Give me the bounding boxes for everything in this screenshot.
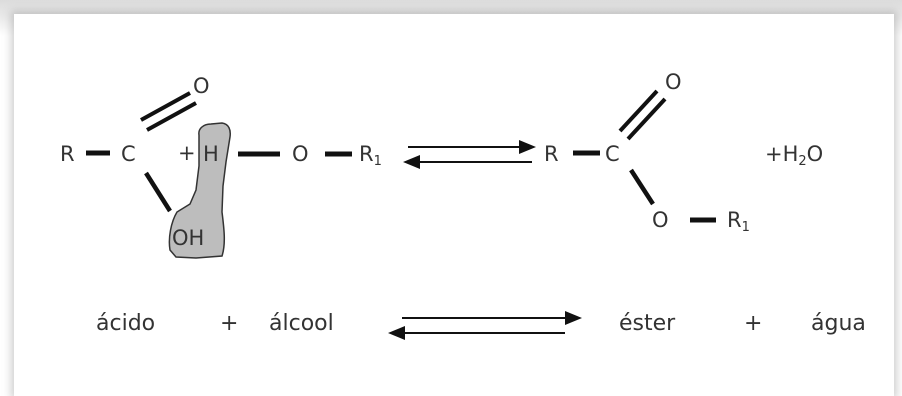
word-alcohol: álcool [269,311,334,336]
bond-c-o-double-a-acid [140,91,191,122]
equilibrium-arrowhead-forward-bottom [565,311,582,325]
bond-c-o-single-ester [629,168,655,206]
word-plus-2: + [744,311,763,336]
equilibrium-arrowhead-reverse-bottom [388,326,405,340]
word-acid: ácido [96,311,156,336]
water-suffix: O [806,142,824,166]
equilibrium-arrowhead-forward-top [519,140,536,154]
bond-c-oh-acid [144,171,172,213]
water-formula: +H2O [765,142,824,169]
alcohol-r1-label: R1 [359,142,382,169]
word-plus-1: + [220,311,239,336]
word-ester: éster [619,311,676,336]
acid-oh-label: OH [172,226,205,250]
equilibrium-arrowhead-reverse-top [403,155,420,169]
ester-r1-subscript: 1 [741,220,750,235]
ester-o-single-label: O [652,208,669,232]
ester-r1-label: R1 [727,208,750,235]
alcohol-r1-subscript: 1 [373,154,382,169]
ester-r-label: R [544,142,559,166]
ester-c-label: C [605,142,620,166]
water-subscript: 2 [798,154,807,169]
ester-r1-main: R [727,208,742,232]
alcohol-r1-main: R [359,142,374,166]
bond-c-o-double-a-ester [618,89,659,133]
water-prefix: +H [765,142,799,166]
alcohol-o-label: O [292,142,309,166]
acid-o-double-label: O [193,74,210,98]
acid-r-label: R [60,142,75,166]
word-water: água [811,311,866,336]
acid-c-label: C [121,142,136,166]
bond-c-o-double-b-ester [626,97,667,141]
alcohol-h-label: H [203,142,219,166]
water-removal-highlight [168,122,231,259]
reactant-plus-sign: + [178,141,196,165]
ester-o-double-label: O [665,70,682,94]
bond-c-o-double-b-acid [146,101,197,132]
